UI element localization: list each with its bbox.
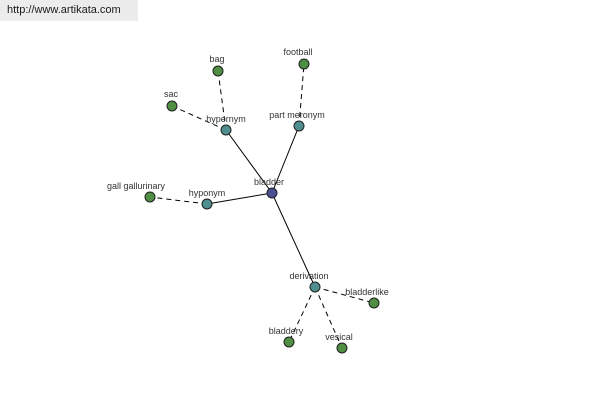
node-bladderlike-circle[interactable]	[368, 297, 380, 309]
node-bag-label: bag	[209, 54, 224, 64]
node-gall-gallurinary-circle[interactable]	[144, 191, 156, 203]
edge-hypernym-bag	[217, 70, 227, 131]
node-derivation-label: derivation	[289, 271, 328, 281]
url-banner[interactable]: http://www.artikata.com	[0, 0, 138, 21]
node-bladder[interactable]: bladder	[254, 177, 284, 199]
node-bladder-circle[interactable]	[266, 187, 278, 199]
node-part-meronym-label: part meronym	[269, 110, 325, 120]
node-bag-circle[interactable]	[212, 65, 224, 77]
node-football[interactable]: football	[283, 47, 313, 70]
node-gall-gallurinary[interactable]: gall gallurinary	[107, 181, 166, 203]
node-bladderlike[interactable]: bladderlike	[345, 287, 389, 309]
node-football-circle[interactable]	[298, 58, 310, 70]
nodes-layer: bladder hypernym part meronym hyponym deriva…	[107, 47, 389, 354]
node-bag[interactable]: bag	[209, 54, 225, 77]
node-hyponym-label: hyponym	[189, 188, 226, 198]
edge-hypernym-sac	[171, 105, 227, 131]
node-sac[interactable]: sac	[164, 89, 179, 112]
node-vesical[interactable]: vesical	[325, 332, 353, 354]
node-bladdery-circle[interactable]	[283, 336, 295, 348]
node-bladder-label: bladder	[254, 177, 284, 187]
node-gall-gallurinary-label: gall gallurinary	[107, 181, 166, 191]
node-bladdery-label: bladdery	[269, 326, 304, 336]
edge-bladder-part-meronym	[271, 125, 300, 194]
node-derivation-circle[interactable]	[309, 281, 321, 293]
edge-bladder-hypernym	[225, 129, 273, 194]
edge-derivation-bladderlike	[314, 286, 375, 304]
node-part-meronym[interactable]: part meronym	[269, 110, 325, 132]
edge-derivation-bladdery	[288, 286, 316, 343]
node-bladderlike-label: bladderlike	[345, 287, 389, 297]
node-sac-circle[interactable]	[166, 100, 178, 112]
edge-hyponym-gall-gallurinary	[149, 196, 208, 205]
edge-derivation-vesical	[314, 286, 343, 349]
edge-bladder-derivation	[271, 192, 316, 288]
node-derivation[interactable]: derivation	[289, 271, 329, 293]
node-football-label: football	[283, 47, 312, 57]
node-hypernym-circle[interactable]	[220, 124, 232, 136]
edge-part-meronym-football	[298, 63, 305, 127]
node-part-meronym-circle[interactable]	[293, 120, 305, 132]
node-vesical-circle[interactable]	[336, 342, 348, 354]
edges-layer	[149, 63, 375, 349]
edge-bladder-hyponym	[206, 192, 273, 205]
node-hypernym-label: hypernym	[206, 114, 246, 124]
node-hyponym-circle[interactable]	[201, 198, 213, 210]
node-bladdery[interactable]: bladdery	[269, 326, 304, 348]
node-sac-label: sac	[164, 89, 179, 99]
node-hyponym[interactable]: hyponym	[189, 188, 226, 210]
node-hypernym[interactable]: hypernym	[206, 114, 246, 136]
node-vesical-label: vesical	[325, 332, 353, 342]
